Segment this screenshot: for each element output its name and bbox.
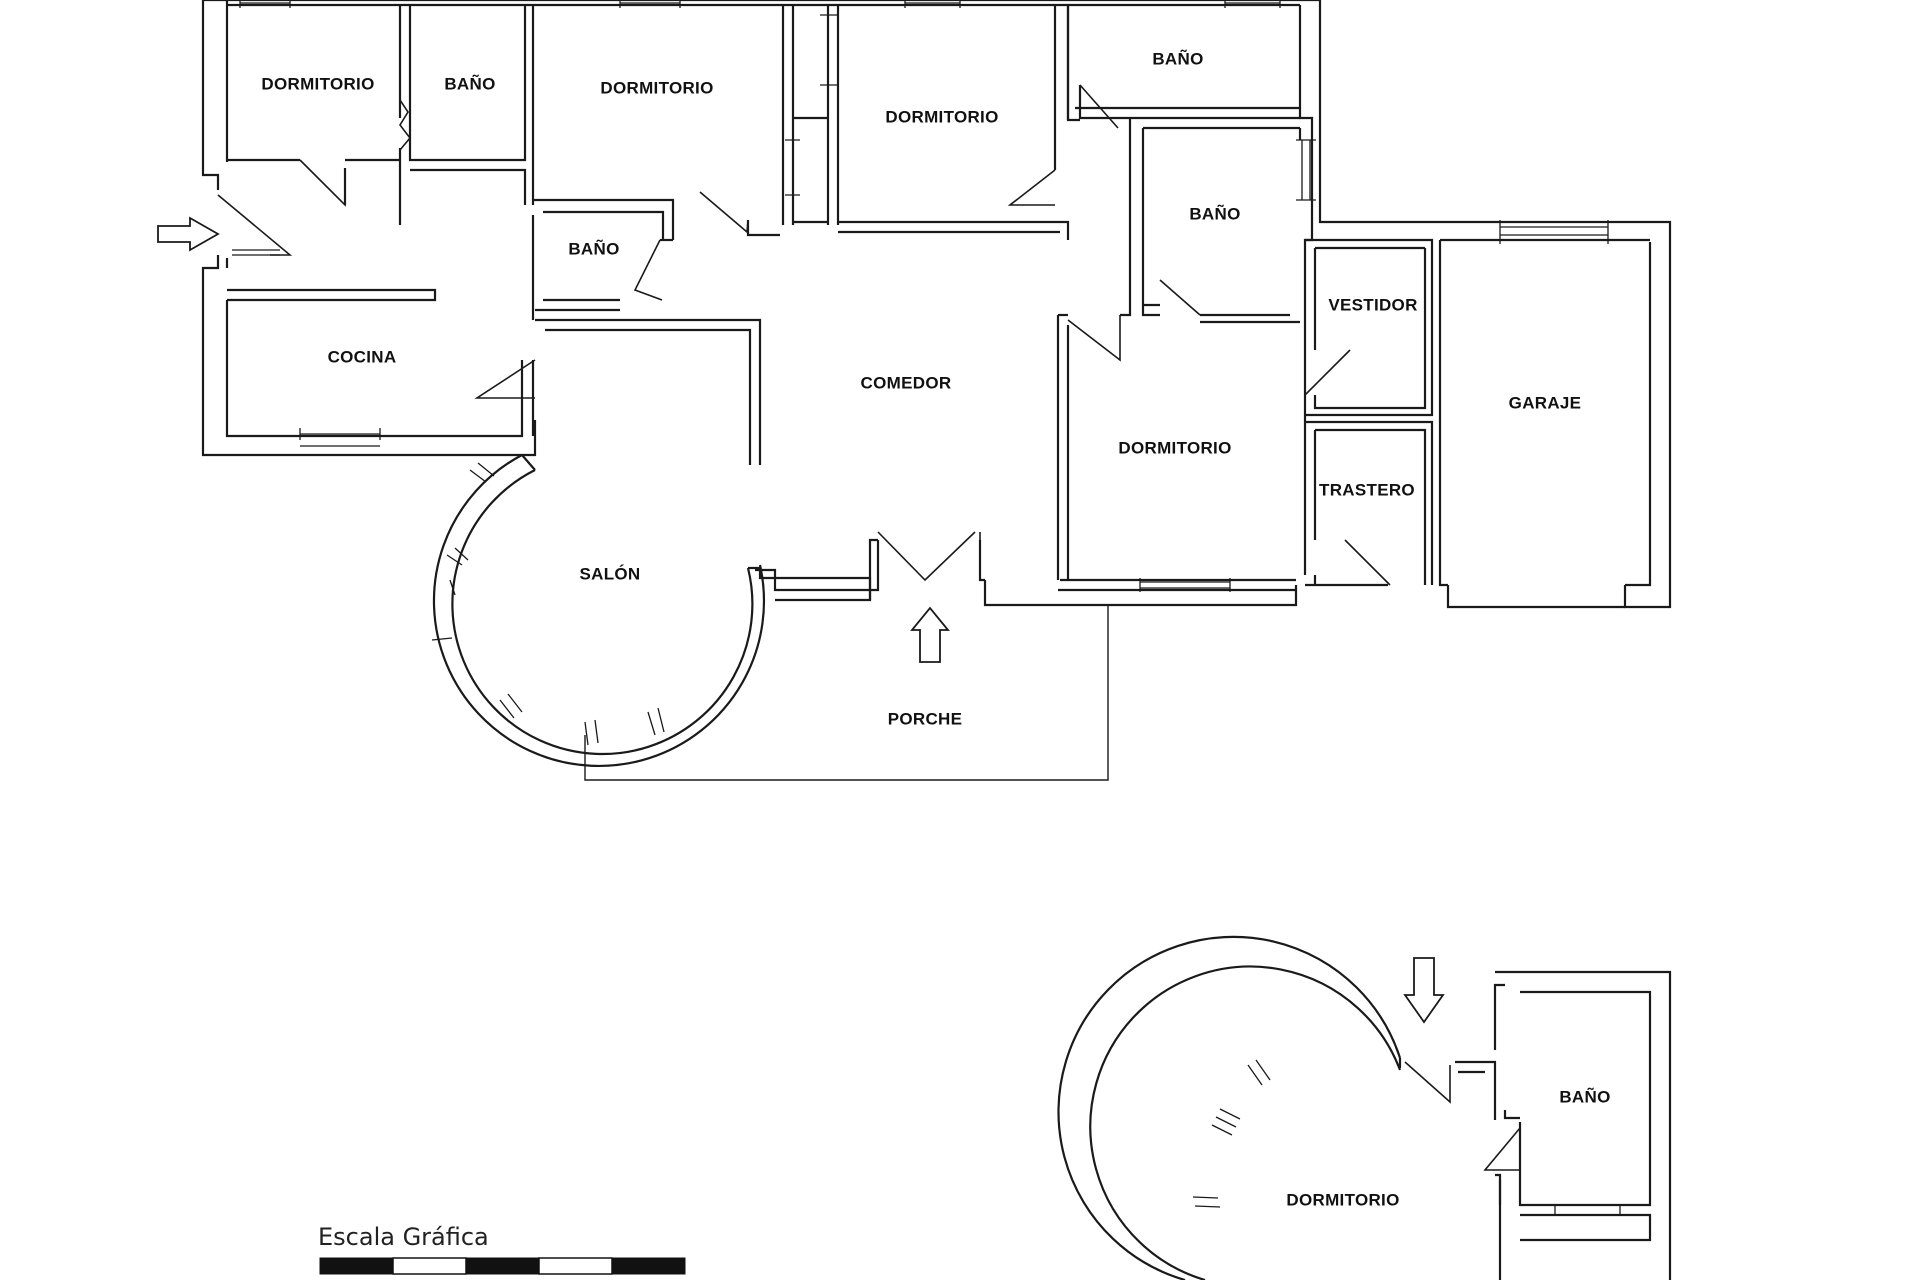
- room-labels: DORMITORIO BAÑO DORMITORIO DORMITORIO BA…: [261, 48, 1581, 728]
- room-label-dormitorio-3: DORMITORIO: [885, 107, 998, 126]
- room-label-comedor: COMEDOR: [861, 373, 952, 392]
- scale-segment: [319, 1257, 394, 1275]
- entrance-arrows: [157, 216, 950, 663]
- graphic-scale: Escala Gráfica: [318, 1223, 686, 1275]
- entrance-arrow-down-icon: [1403, 957, 1445, 1024]
- scale-segment: [538, 1257, 613, 1275]
- room-label-porche: PORCHE: [888, 709, 963, 728]
- room-label-bano-4: BAÑO: [568, 238, 619, 258]
- scale-segment: [465, 1257, 540, 1275]
- main-floor: DORMITORIO BAÑO DORMITORIO DORMITORIO BA…: [157, 0, 1672, 781]
- room-label-dormitorio-5: DORMITORIO: [1286, 1190, 1399, 1209]
- entrance-arrow-left-icon: [157, 216, 220, 252]
- room-label-bano-1: BAÑO: [444, 73, 495, 93]
- room-label-garaje: GARAJE: [1509, 393, 1582, 412]
- secondary-floor: BAÑO DORMITORIO: [1057, 935, 1672, 1280]
- outer-walls: [201, 0, 1672, 781]
- room-label-dormitorio-1: DORMITORIO: [261, 74, 374, 93]
- room-label-cocina: COCINA: [328, 347, 397, 366]
- scale-segment: [611, 1257, 686, 1275]
- room-label-salon: SALÓN: [580, 564, 641, 583]
- room-label-bano-5: BAÑO: [1559, 1086, 1610, 1106]
- salon-curved-wall: [431, 454, 872, 768]
- room-label-dormitorio-4: DORMITORIO: [1118, 438, 1231, 457]
- windows: [232, 0, 1609, 592]
- doors: [217, 84, 1391, 586]
- scale-bar: [319, 1257, 686, 1275]
- room-label-trastero: TRASTERO: [1319, 480, 1415, 499]
- interior-walls: [227, 5, 1650, 592]
- room-label-vestidor: VESTIDOR: [1328, 295, 1417, 314]
- room-label-dormitorio-2: DORMITORIO: [600, 78, 713, 97]
- scale-segment: [392, 1257, 467, 1275]
- room-label-bano-2: BAÑO: [1152, 48, 1203, 68]
- room-label-bano-3: BAÑO: [1189, 203, 1240, 223]
- scale-title: Escala Gráfica: [318, 1223, 489, 1251]
- entrance-arrow-up-icon: [910, 606, 950, 663]
